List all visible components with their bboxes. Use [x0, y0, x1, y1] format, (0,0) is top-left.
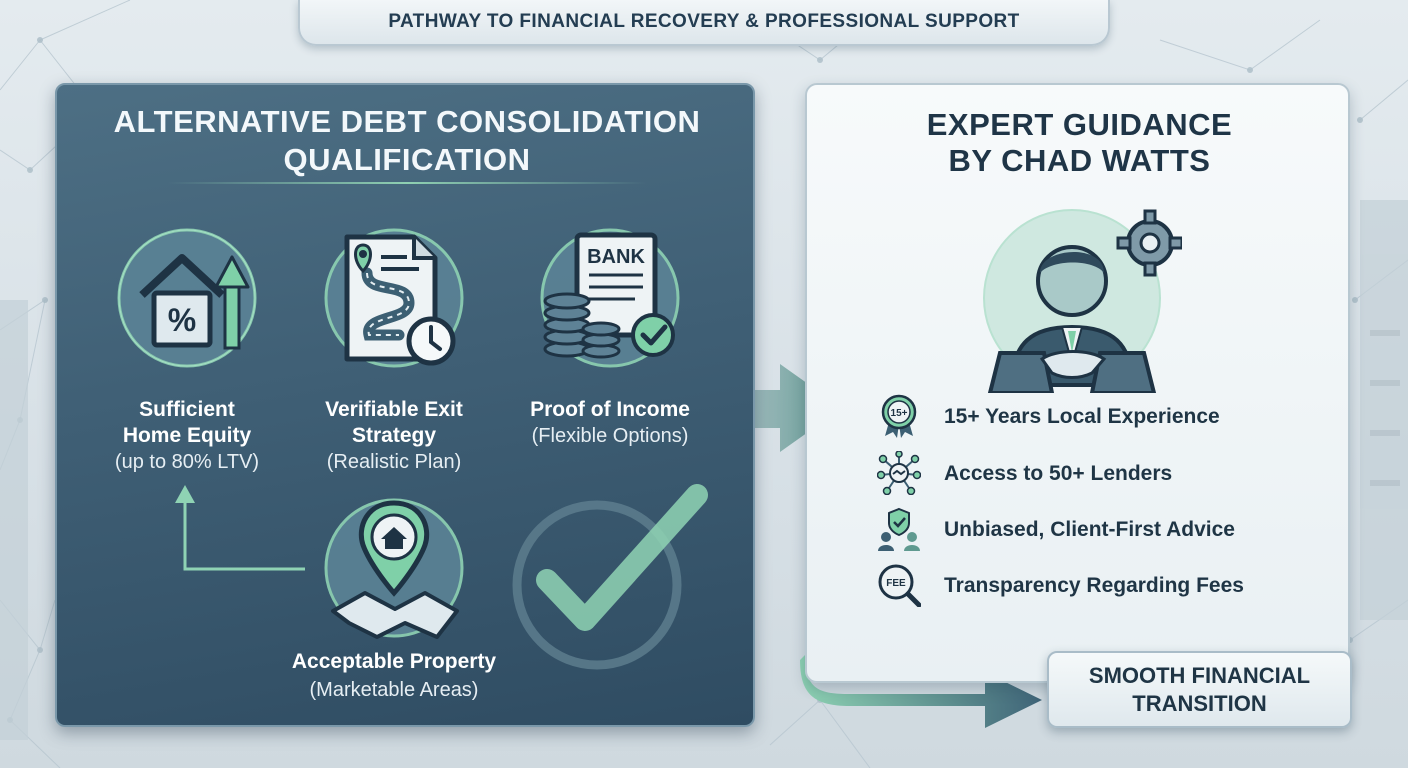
- return-arrow-head: [175, 485, 195, 503]
- benefit-3-label: Unbiased, Client-First Advice: [944, 518, 1235, 541]
- criterion-4-label: Acceptable Property: [291, 650, 497, 673]
- expert-title-line1: EXPERT GUIDANCE: [926, 107, 1233, 142]
- criterion-2-sub: (Realistic Plan): [326, 451, 462, 473]
- return-arrow: [183, 501, 305, 571]
- bank-statement-icon: BANK: [540, 228, 680, 368]
- house-percent-icon: %: [117, 228, 257, 368]
- criterion-4-sub: (Marketable Areas): [309, 679, 479, 701]
- advisor-handshake-icon: [983, 209, 1182, 393]
- experience-award-icon: 15+: [881, 394, 917, 438]
- fee-magnifier-icon: FEE: [878, 564, 921, 607]
- expert-title-line2: BY CHAD WATTS: [948, 143, 1211, 178]
- property-map-pin-icon: [324, 498, 464, 639]
- qualification-title: ALTERNATIVE DEBT CONSOLIDATION QUALIFICA…: [57, 103, 753, 179]
- criterion-3-label: Proof of Income: [530, 398, 690, 421]
- outcome-line2: TRANSITION: [1132, 690, 1267, 716]
- page-title: PATHWAY TO FINANCIAL RECOVERY & PROFESSI…: [388, 11, 1020, 32]
- expert-guidance-panel: EXPERT GUIDANCE BY CHAD WATTS: [805, 83, 1350, 683]
- benefit-2-label: Access to 50+ Lenders: [944, 462, 1173, 485]
- outcome-arrow: [800, 655, 1042, 728]
- qualification-panel: ALTERNATIVE DEBT CONSOLIDATION QUALIFICA…: [55, 83, 755, 727]
- criterion-3-sub: (Flexible Options): [531, 425, 689, 447]
- qualification-title-line2: QUALIFICATION: [283, 142, 531, 177]
- large-check-icon: [536, 484, 708, 631]
- client-shield-icon: [878, 507, 920, 551]
- exit-strategy-document-icon: [324, 228, 464, 368]
- award-icon-text: 15+: [891, 408, 908, 419]
- criterion-2-label: Verifiable Exit Strategy: [325, 398, 463, 447]
- svg-text:%: %: [168, 302, 196, 338]
- lender-network-icon: [877, 451, 921, 495]
- criterion-1-sub: (up to 80% LTV): [114, 451, 260, 473]
- benefit-1-label: 15+ Years Local Experience: [944, 405, 1220, 428]
- outcome-line1: SMOOTH FINANCIAL: [1088, 662, 1311, 688]
- fee-icon-text: FEE: [886, 578, 906, 589]
- outcome-box: SMOOTH FINANCIAL TRANSITION: [1047, 651, 1352, 728]
- criterion-1-label: Sufficient Home Equity: [122, 398, 252, 447]
- check-ring: [512, 500, 682, 670]
- bank-icon-text: BANK: [587, 246, 645, 268]
- qualification-title-line1: ALTERNATIVE DEBT CONSOLIDATION: [113, 104, 701, 139]
- expert-title: EXPERT GUIDANCE BY CHAD WATTS: [807, 107, 1352, 179]
- panel-decoration: [175, 484, 708, 670]
- page-title-banner: PATHWAY TO FINANCIAL RECOVERY & PROFESSI…: [298, 0, 1110, 46]
- title-divider: [167, 182, 647, 184]
- benefit-4-label: Transparency Regarding Fees: [944, 574, 1244, 597]
